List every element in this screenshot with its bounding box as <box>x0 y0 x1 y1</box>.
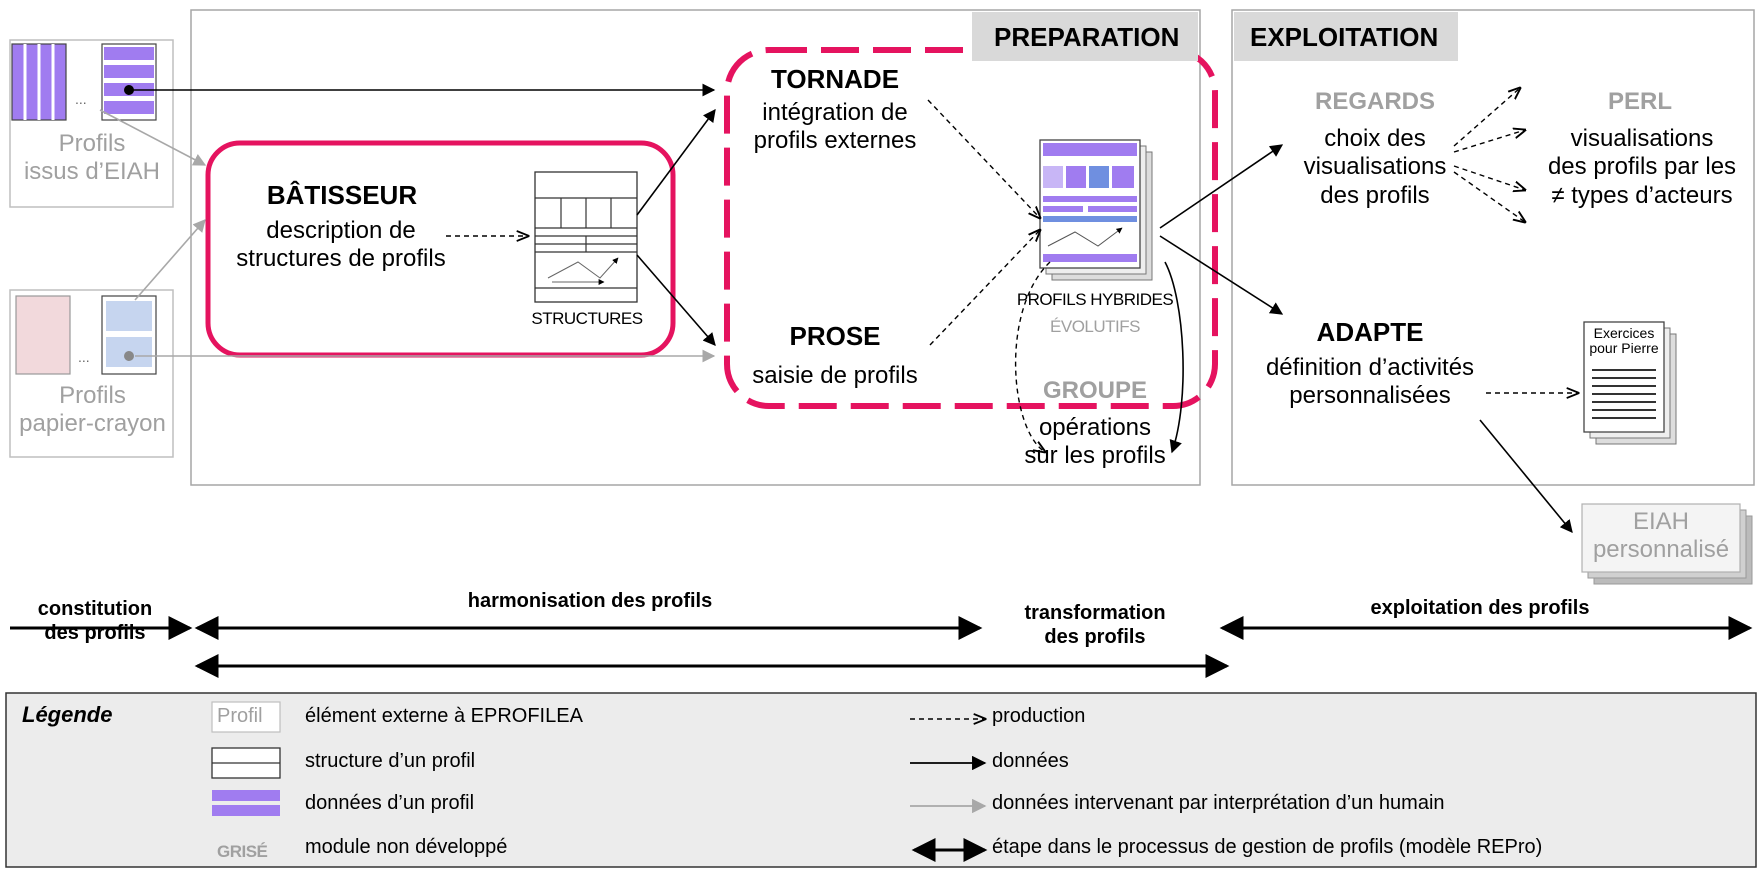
prose-name: PROSE <box>789 321 881 351</box>
regards-name: REGARDS <box>1314 88 1435 115</box>
legend-structure: structure d’un profil <box>305 750 476 772</box>
eiah-personalized-stack <box>1581 503 1753 585</box>
legend-data: données d’un profil <box>305 792 475 814</box>
paper-data-dot <box>124 351 134 361</box>
svg-text:...: ... <box>75 91 87 107</box>
paper-profiles-source: ... <box>9 289 174 458</box>
groupe-description: opérations sur les profils <box>1024 414 1166 470</box>
human-interpretation-arrows <box>99 109 716 363</box>
legend-etape: étape dans le processus de gestion de pr… <box>992 836 1543 858</box>
exercises-document-stack <box>1583 321 1677 445</box>
legend-profil-sample: Profil <box>217 705 263 727</box>
preparation-highlight <box>724 47 1218 409</box>
batisseur-highlight <box>205 140 676 358</box>
svg-text:...: ... <box>78 349 90 365</box>
exploitation-title: EXPLOITATION <box>1250 22 1439 52</box>
legend-production: production <box>992 705 1086 727</box>
process-arrows <box>10 616 1753 678</box>
stage-harmonisation: harmonisation des profils <box>467 590 713 612</box>
legend-panel <box>5 692 1757 868</box>
groupe-name: GROUPE <box>1042 377 1147 404</box>
batisseur-description: description de structures de profils <box>236 217 446 273</box>
legend-donnees: données <box>992 750 1069 772</box>
legend-grise: module non développé <box>305 836 508 858</box>
structures-document <box>534 171 638 303</box>
preparation-header: PREPARATION <box>972 12 1198 61</box>
preparation-title: PREPARATION <box>994 22 1180 52</box>
legend-title: Légende <box>22 702 113 727</box>
hybrid-profiles-label: PROFILS HYBRIDES <box>1016 290 1174 309</box>
stage-exploitation: exploitation des profils <box>1370 597 1590 619</box>
eiah-personalized-label: EIAH personnalisé <box>1592 508 1730 564</box>
exercises-label: Exercices pour Pierre <box>1589 325 1659 356</box>
adapte-description: définition d’activités personnalisées <box>1265 354 1475 410</box>
stage-transformation: transformation des profils <box>1024 602 1166 648</box>
paper-source-label: Profils papier-crayon <box>19 382 166 438</box>
eiah-source-label: Profils issus d’EIAH <box>23 130 161 186</box>
stage-constitution: constitution des profils <box>37 598 153 644</box>
hybrid-profiles-stack <box>1039 139 1153 281</box>
structures-label: STRUCTURES <box>531 309 643 328</box>
legend-symbols <box>211 701 988 862</box>
data-arrows <box>129 83 1573 533</box>
legend-external: élément externe à EPROFILEA <box>305 705 583 727</box>
production-arrows <box>446 88 1578 452</box>
prose-description: saisie de profils <box>752 362 918 389</box>
adapte-name: ADAPTE <box>1316 317 1424 347</box>
legend-donnees-humain: données intervenant par interprétation d… <box>992 792 1445 814</box>
perl-name: PERL <box>1607 88 1672 115</box>
hybrid-profiles-sublabel: ÉVOLUTIFS <box>1050 317 1140 336</box>
legend-grise-sample: GRISÉ <box>217 842 268 861</box>
tornade-description: intégration de profils externes <box>753 99 917 155</box>
tornade-name: TORNADE <box>770 64 900 94</box>
eiah-data-dot <box>124 85 134 95</box>
regards-description: choix des visualisations des profils <box>1303 125 1447 209</box>
eiah-profiles-source: ... <box>9 39 174 208</box>
batisseur-name: BÂTISSEUR <box>266 180 418 210</box>
exploitation-header: EXPLOITATION <box>1234 12 1458 61</box>
perl-description: visualisations des profils par les ≠ typ… <box>1547 125 1737 209</box>
